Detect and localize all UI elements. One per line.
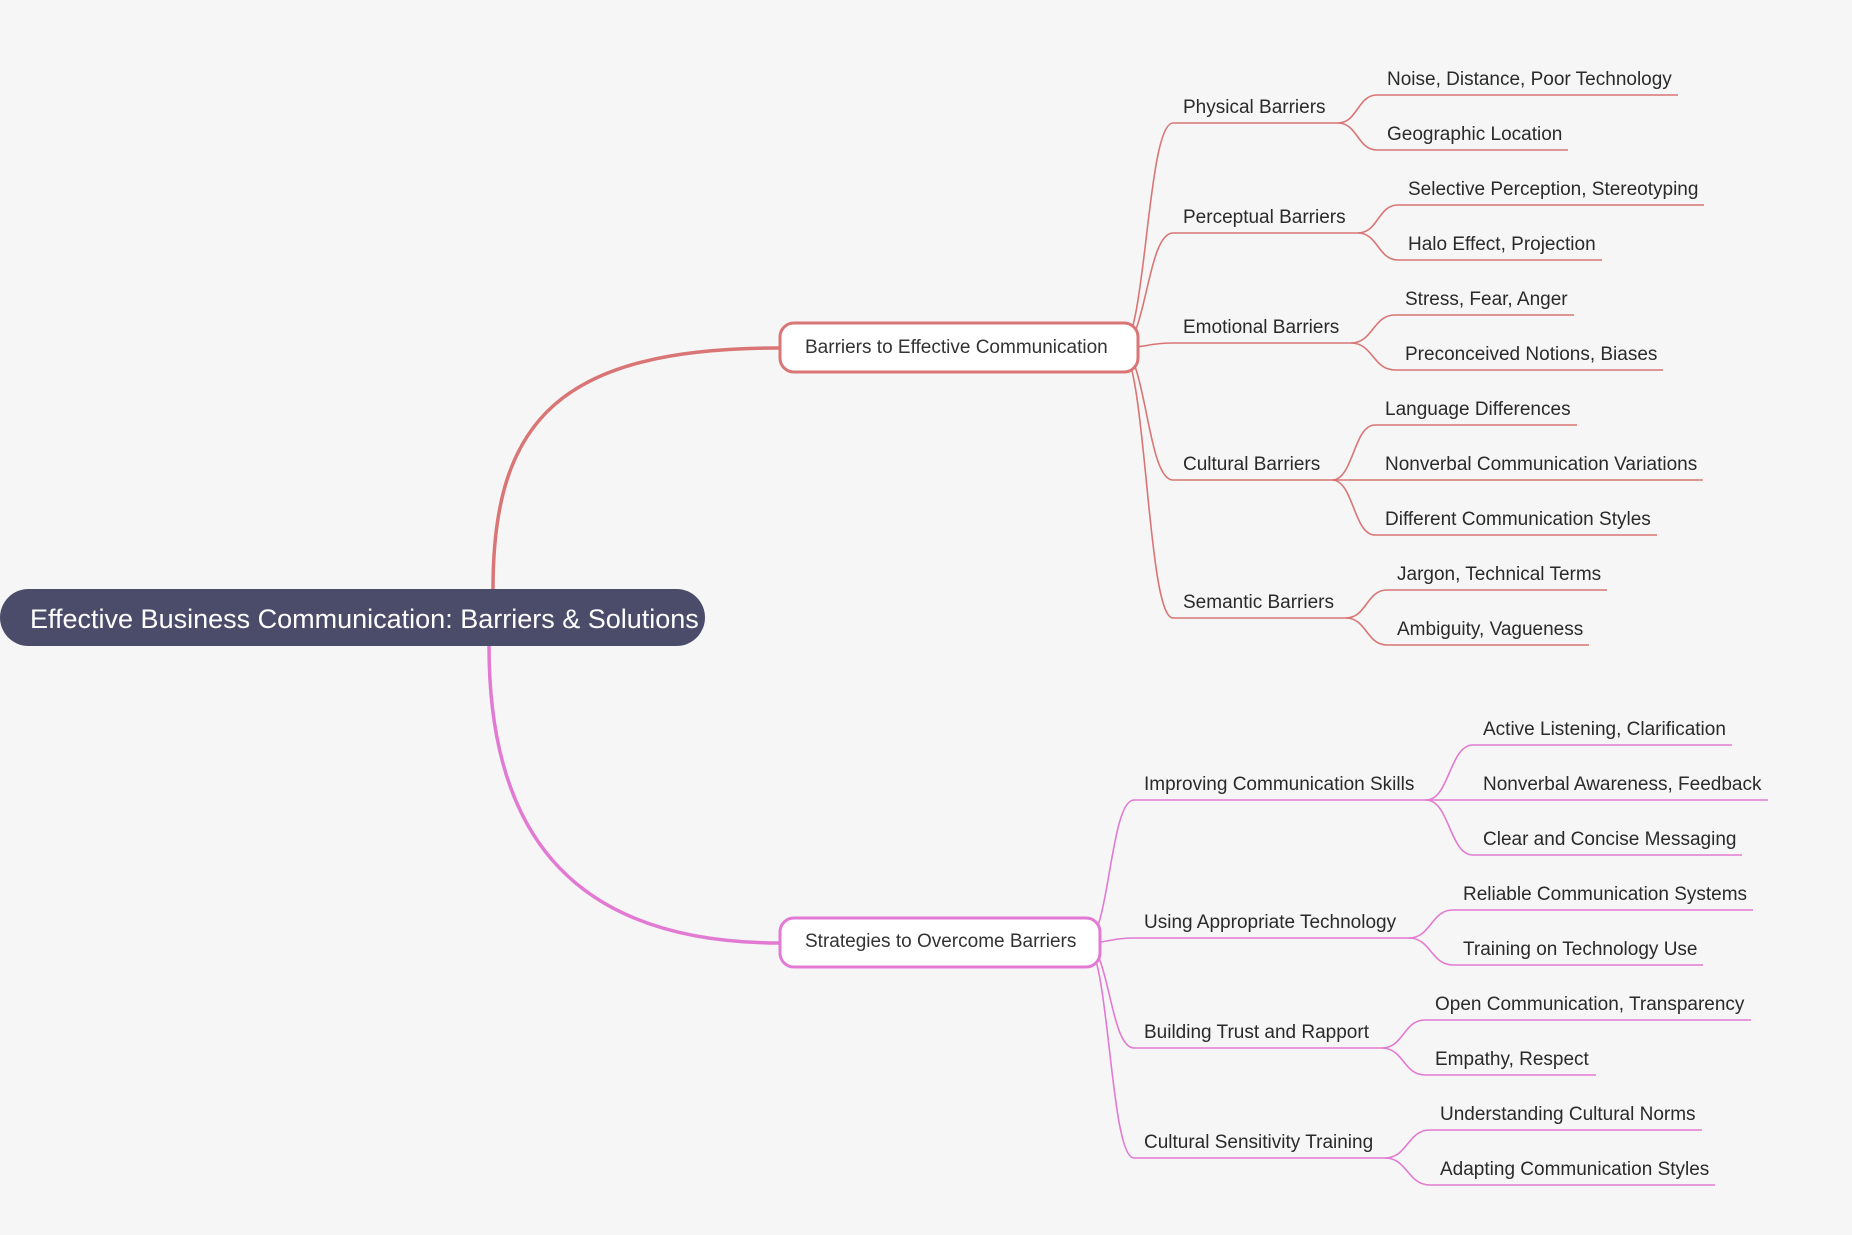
leaf-item[interactable]: Training on Technology Use	[1463, 939, 1697, 960]
branch-node-label: Strategies to Overcome Barriers	[805, 931, 1076, 952]
root-node-label: Effective Business Communication: Barrie…	[30, 604, 699, 634]
leaf-item[interactable]: Ambiguity, Vagueness	[1397, 619, 1583, 640]
leaf-item[interactable]: Noise, Distance, Poor Technology	[1387, 69, 1672, 90]
connector-line	[1350, 342, 1396, 371]
subtopic-semantic-barriers[interactable]: Semantic Barriers	[1183, 592, 1334, 613]
branch-node-box	[778, 321, 1140, 374]
branch-node-label: Barriers to Effective Communication	[805, 337, 1108, 358]
leaf-item[interactable]: Clear and Concise Messaging	[1483, 829, 1736, 850]
subtopic-using-appropriate-technology[interactable]: Using Appropriate Technology	[1144, 912, 1397, 933]
connector-line	[1357, 204, 1399, 234]
subtopic-physical-barriers[interactable]: Physical Barriers	[1183, 97, 1326, 118]
subtopic-emotional-barriers[interactable]: Emotional Barriers	[1183, 317, 1339, 338]
root-node[interactable]: Effective Business Communication: Barrie…	[0, 589, 705, 646]
connector-line	[1384, 1129, 1431, 1159]
leaf-item[interactable]: Adapting Communication Styles	[1440, 1159, 1709, 1180]
root-node-box	[0, 589, 705, 646]
connector-line	[487, 645, 781, 945]
leaf-item[interactable]: Jargon, Technical Terms	[1397, 564, 1601, 585]
leaf-item[interactable]: Nonverbal Awareness, Feedback	[1483, 774, 1762, 795]
leaf-item[interactable]: Language Differences	[1385, 399, 1571, 420]
connector-line	[1381, 1047, 1426, 1076]
subtopic-cultural-barriers[interactable]: Cultural Barriers	[1183, 454, 1320, 475]
connector-line	[1119, 122, 1174, 349]
connector-line	[1381, 1019, 1426, 1049]
leaf-item[interactable]: Stress, Fear, Anger	[1405, 289, 1568, 310]
subtopic-perceptual-barriers[interactable]: Perceptual Barriers	[1183, 207, 1346, 228]
connector-line	[1357, 232, 1399, 261]
connector-line	[1350, 314, 1396, 344]
leaf-item[interactable]: Reliable Communication Systems	[1463, 884, 1747, 905]
connector-line	[1119, 347, 1174, 619]
connector-line	[1425, 799, 1474, 856]
leaf-item[interactable]: Understanding Cultural Norms	[1440, 1104, 1696, 1125]
leaf-item[interactable]: Geographic Location	[1387, 124, 1562, 145]
leaf-item[interactable]: Different Communication Styles	[1385, 509, 1651, 530]
connector-line	[491, 346, 781, 590]
connector-line	[1425, 744, 1474, 801]
connector-line	[1384, 1157, 1431, 1186]
connector-line	[1345, 589, 1388, 619]
leaf-item[interactable]: Open Communication, Transparency	[1435, 994, 1745, 1015]
branch-node-box	[778, 916, 1102, 969]
leaf-item[interactable]: Active Listening, Clarification	[1483, 719, 1726, 740]
connector-line	[1408, 909, 1454, 939]
leaf-item[interactable]: Empathy, Respect	[1435, 1049, 1590, 1070]
connector-lines	[487, 94, 1768, 1186]
leaf-item[interactable]: Selective Perception, Stereotyping	[1408, 179, 1698, 200]
leaf-item[interactable]: Halo Effect, Projection	[1408, 234, 1596, 255]
connector-line	[1331, 424, 1376, 481]
subtopic-cultural-sensitivity-training[interactable]: Cultural Sensitivity Training	[1144, 1132, 1373, 1153]
branch-node-strategies[interactable]: Strategies to Overcome Barriers	[778, 916, 1102, 969]
subtopic-building-trust-and-rapport[interactable]: Building Trust and Rapport	[1144, 1022, 1370, 1043]
connector-line	[1337, 122, 1378, 151]
subtopic-improving-communication-skills[interactable]: Improving Communication Skills	[1144, 774, 1414, 795]
branch-node-barriers[interactable]: Barriers to Effective Communication	[778, 321, 1140, 374]
connector-line	[1408, 937, 1454, 966]
connector-line	[1084, 942, 1135, 1159]
connector-line	[1331, 479, 1376, 536]
connector-line	[1337, 94, 1378, 124]
leaf-item[interactable]: Nonverbal Communication Variations	[1385, 454, 1697, 475]
connector-line	[1345, 617, 1388, 646]
leaf-item[interactable]: Preconceived Notions, Biases	[1405, 344, 1657, 365]
